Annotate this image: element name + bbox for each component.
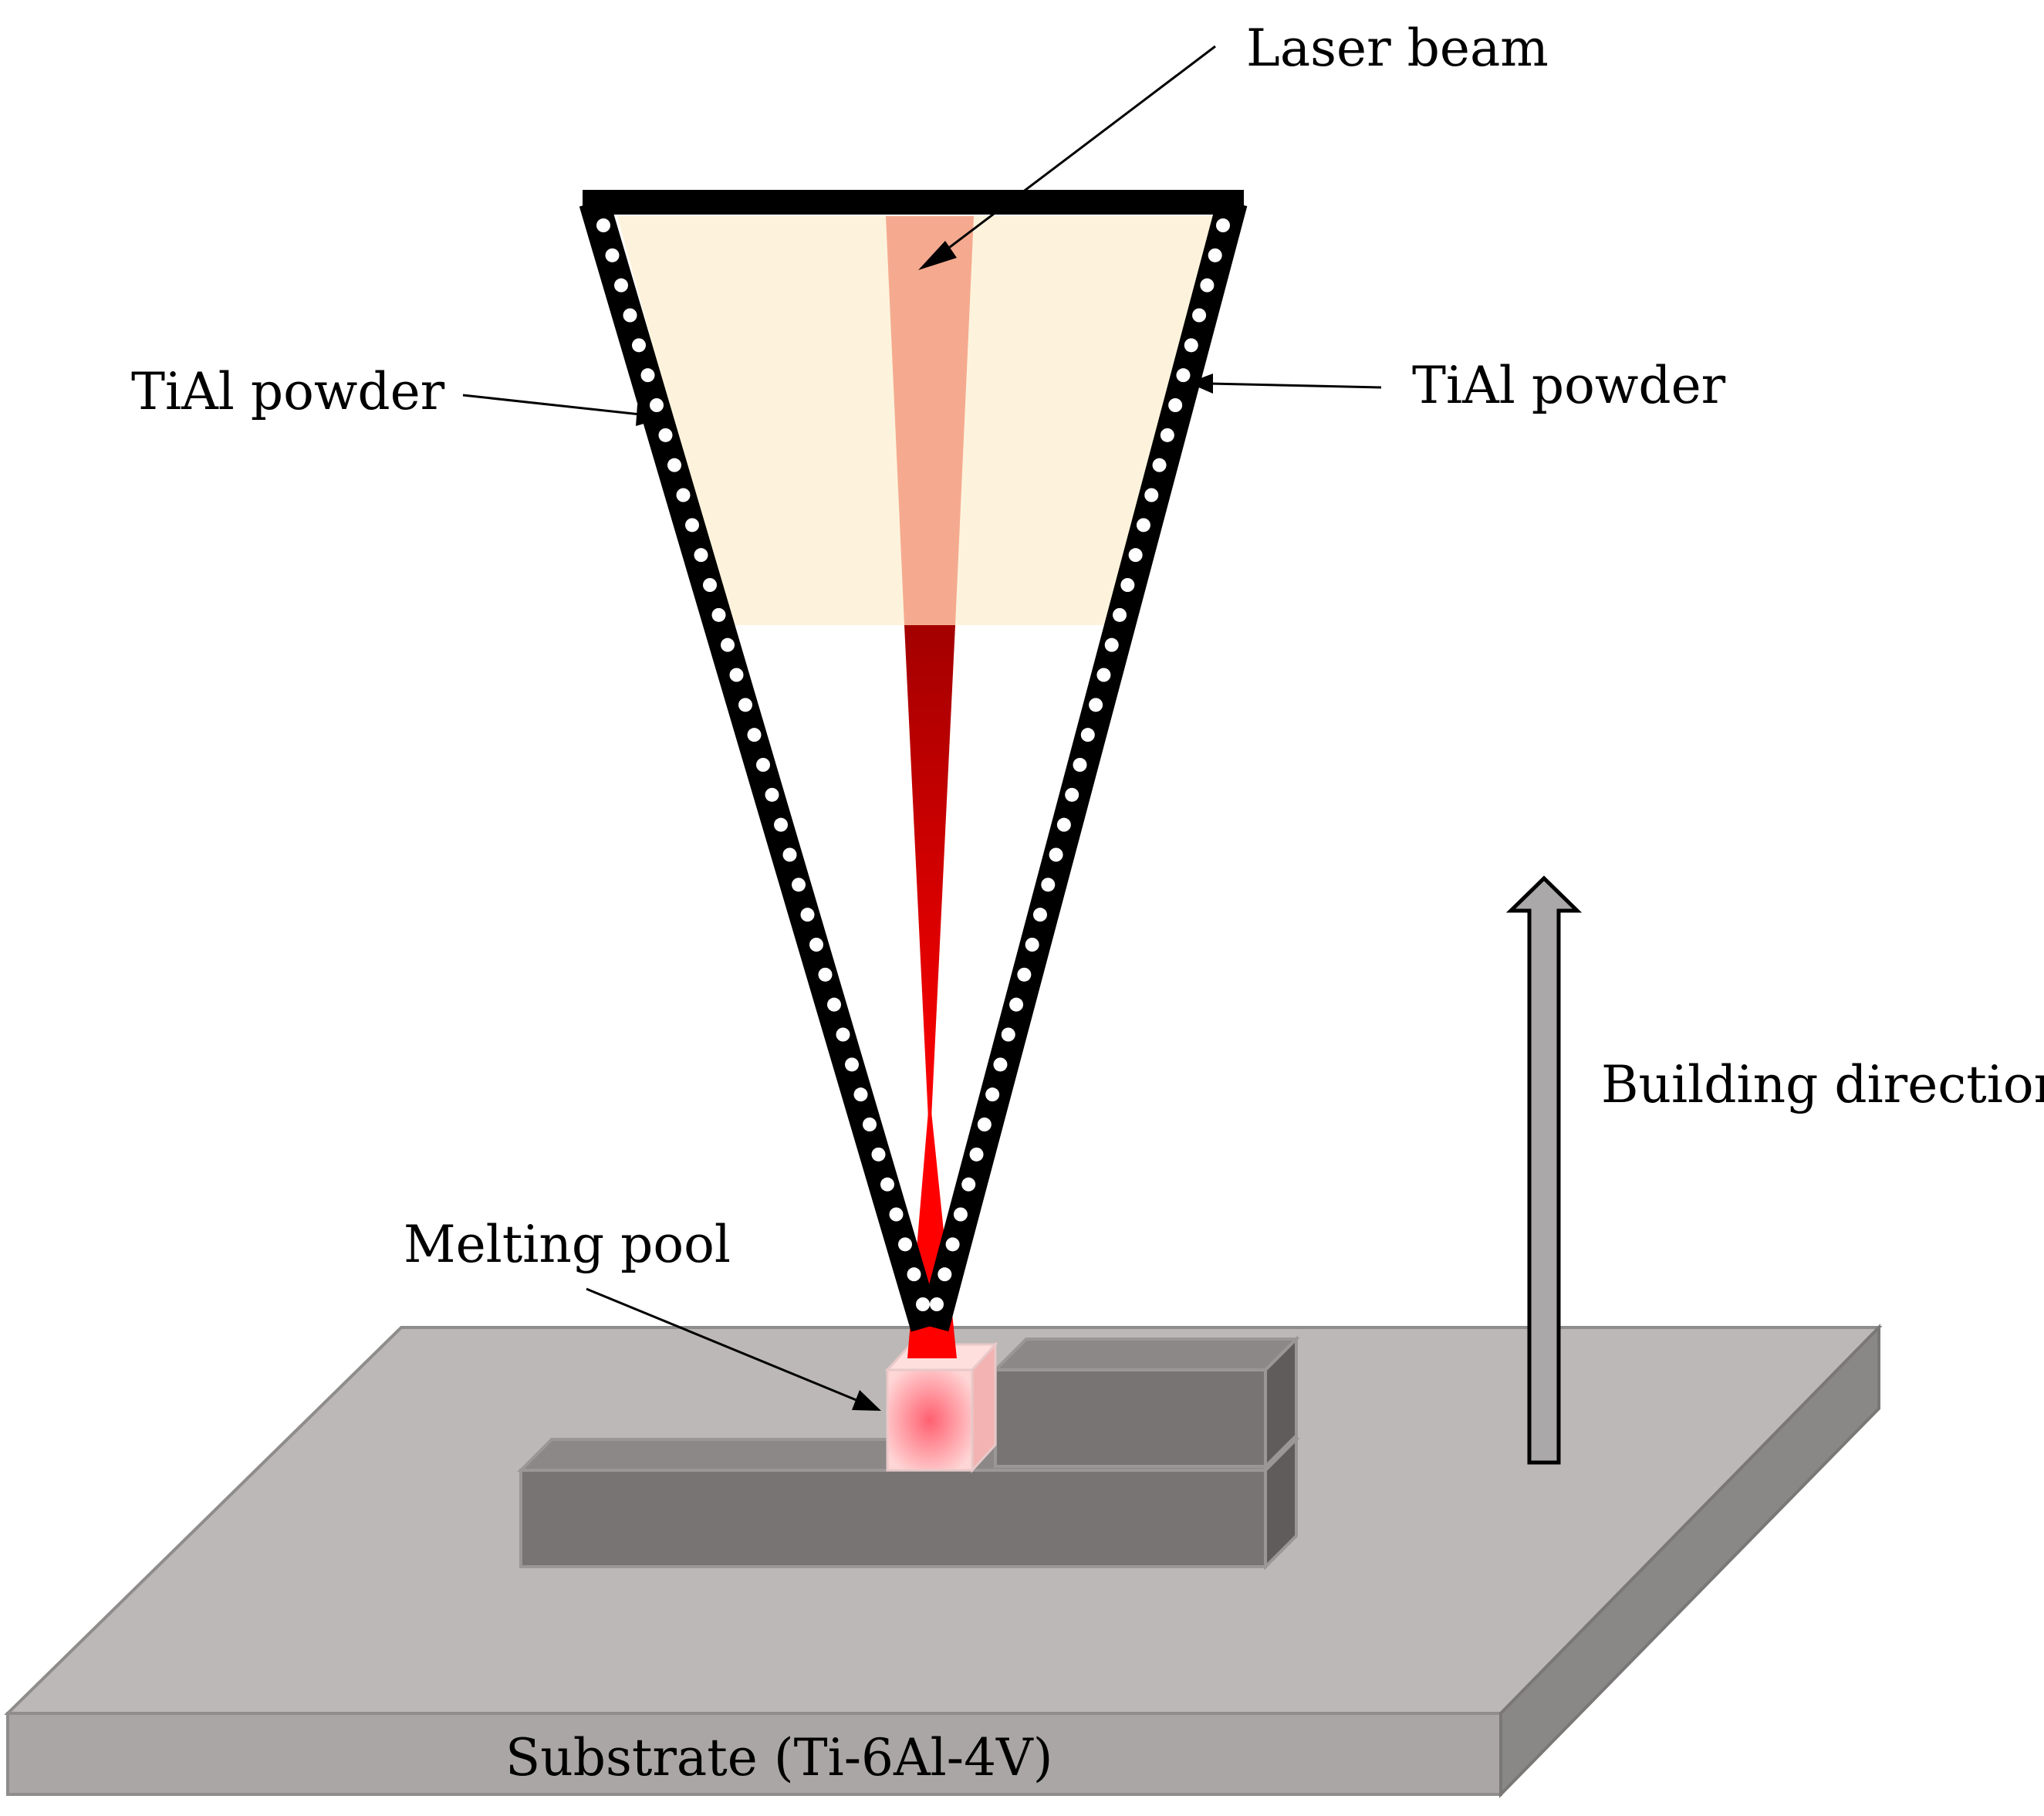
powder-dot [756, 758, 770, 772]
powder-dot [889, 1207, 904, 1222]
powder-dot [880, 1177, 894, 1192]
laser-beam-upper [886, 216, 974, 625]
powder-dot [961, 1177, 976, 1192]
powder-dot [1049, 847, 1063, 862]
laser-beam-lower [904, 625, 955, 1119]
powder-dot [650, 398, 664, 412]
powder-dot [863, 1118, 877, 1131]
powder-dot [809, 938, 823, 952]
powder-dot [1065, 787, 1079, 802]
powder-dot [623, 308, 637, 323]
powder-dot [977, 1118, 992, 1131]
powder-dot [827, 997, 841, 1012]
powder-dot [1208, 248, 1222, 262]
powder-dot [632, 338, 646, 353]
powder-dot [614, 278, 628, 293]
powder-dot [1041, 878, 1056, 892]
powder-dot [818, 967, 833, 982]
powder-dot [845, 1057, 859, 1072]
powder-dot [721, 637, 735, 652]
powder-dot [640, 368, 655, 383]
powder-dot [871, 1147, 886, 1162]
powder-dot [1096, 668, 1111, 682]
powder-dot [1184, 338, 1198, 353]
label-substrate: Substrate (Ti-6Al-4V) [505, 1728, 1052, 1787]
powder-dot [945, 1237, 960, 1252]
powder-dots [596, 218, 1230, 1311]
powder-dot [993, 1057, 1008, 1072]
powder-dot [1032, 908, 1047, 922]
powder-dot [1113, 607, 1127, 622]
powder-dot [676, 488, 691, 502]
powder-dot [1120, 578, 1135, 592]
powder-dot [1192, 308, 1207, 323]
building-direction-arrow [1505, 875, 1583, 1465]
powder-nozzle [579, 190, 1248, 1332]
powder-dot [1025, 938, 1039, 952]
powder-dot [658, 428, 673, 442]
powder-dot [711, 607, 726, 622]
powder-dot [853, 1087, 868, 1102]
powder-dot [1160, 428, 1174, 442]
powder-dot [1009, 997, 1024, 1012]
powder-dot [685, 518, 699, 533]
deposited-track-lower [517, 1436, 1300, 1571]
leader-powder-right [1188, 374, 1382, 394]
powder-dot [836, 1027, 850, 1042]
powder-dot [1168, 398, 1183, 412]
label-building-direction: Building direction [1601, 1055, 2044, 1114]
powder-dot [1176, 368, 1191, 383]
powder-dot [1136, 518, 1150, 533]
powder-dot [1089, 698, 1103, 712]
powder-dot [782, 847, 797, 862]
powder-dot [605, 248, 620, 262]
powder-dot [1128, 548, 1143, 563]
powder-dot [729, 668, 744, 682]
powder-dot [930, 1297, 944, 1311]
powder-dot [703, 578, 717, 592]
label-laser-beam: Laser beam [1246, 19, 1549, 78]
powder-dot [938, 1267, 952, 1282]
powder-dot [898, 1237, 912, 1252]
powder-dot [800, 908, 815, 922]
leader-melting-pool [586, 1287, 881, 1411]
powder-dot [667, 458, 681, 472]
powder-dot [1017, 967, 1032, 982]
label-melting-pool: Melting pool [404, 1215, 731, 1274]
powder-dot [916, 1297, 930, 1311]
melting-pool [884, 1341, 998, 1473]
powder-dot [969, 1147, 984, 1162]
powder-dot [738, 698, 752, 712]
powder-dot [765, 787, 779, 802]
powder-dot [747, 728, 762, 742]
powder-dot [1152, 458, 1167, 472]
powder-dot [953, 1207, 968, 1222]
substrate-side [1499, 1324, 1880, 1798]
powder-dot [1080, 728, 1095, 742]
powder-dot [1216, 218, 1230, 232]
powder-dot [694, 548, 708, 563]
powder-dot [774, 817, 788, 832]
deposited-track-upper [992, 1335, 1300, 1470]
leader-powder-left [462, 394, 665, 426]
powder-dot [907, 1267, 921, 1282]
powder-dot [596, 218, 610, 232]
powder-dot [1073, 758, 1087, 772]
powder-dot [1144, 488, 1159, 502]
label-powder-right: TiAl powder [1412, 356, 1726, 415]
powder-dot [1104, 637, 1119, 652]
leader-laser-beam [918, 45, 1216, 270]
powder-dot [1001, 1027, 1015, 1042]
powder-dot [985, 1087, 1000, 1102]
powder-dot [792, 878, 806, 892]
powder-dot [1056, 817, 1071, 832]
powder-dot [1200, 278, 1215, 293]
label-powder-left: TiAl powder [131, 362, 445, 421]
